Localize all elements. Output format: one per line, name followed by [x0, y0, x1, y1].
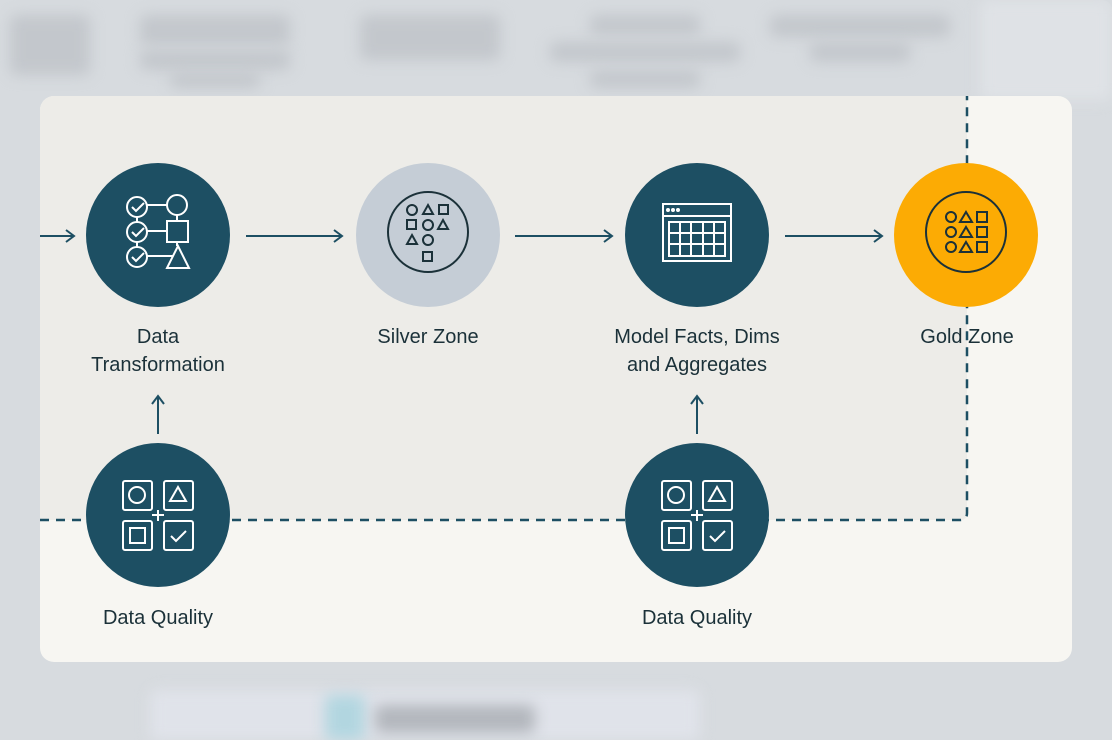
shapes-grid-icon [925, 191, 1007, 273]
model-facts-label: Model Facts, Dims and Aggregates [577, 323, 817, 379]
silver-zone-label: Silver Zone [377, 326, 479, 348]
label-line: Transformation [91, 354, 225, 376]
model-facts-node[interactable] [625, 163, 769, 307]
table-icon [662, 203, 732, 262]
processing-region [40, 96, 967, 520]
data-quality-node-1[interactable] [86, 443, 230, 587]
silver-zone-node[interactable] [356, 163, 500, 307]
data-transformation-node[interactable] [86, 163, 230, 307]
quality-grid-icon [661, 480, 733, 551]
data-quality-node-2[interactable] [625, 443, 769, 587]
quality-grid-icon [122, 480, 194, 551]
gold-zone-label: Gold Zone [920, 326, 1014, 348]
label-line: Model Facts, Dims [614, 326, 780, 348]
label-line: and Aggregates [626, 354, 768, 376]
data-quality-label-2: Data Quality [641, 607, 753, 629]
checklist-shapes-icon [126, 194, 191, 269]
data-quality-label-1: Data Quality [102, 607, 214, 629]
shapes-circle-icon [387, 191, 469, 273]
data-transformation-label: Data Transformation [38, 323, 278, 379]
label-line: Data [136, 326, 180, 348]
gold-zone-node[interactable] [894, 163, 1038, 307]
dashed-flow-line [40, 96, 969, 522]
